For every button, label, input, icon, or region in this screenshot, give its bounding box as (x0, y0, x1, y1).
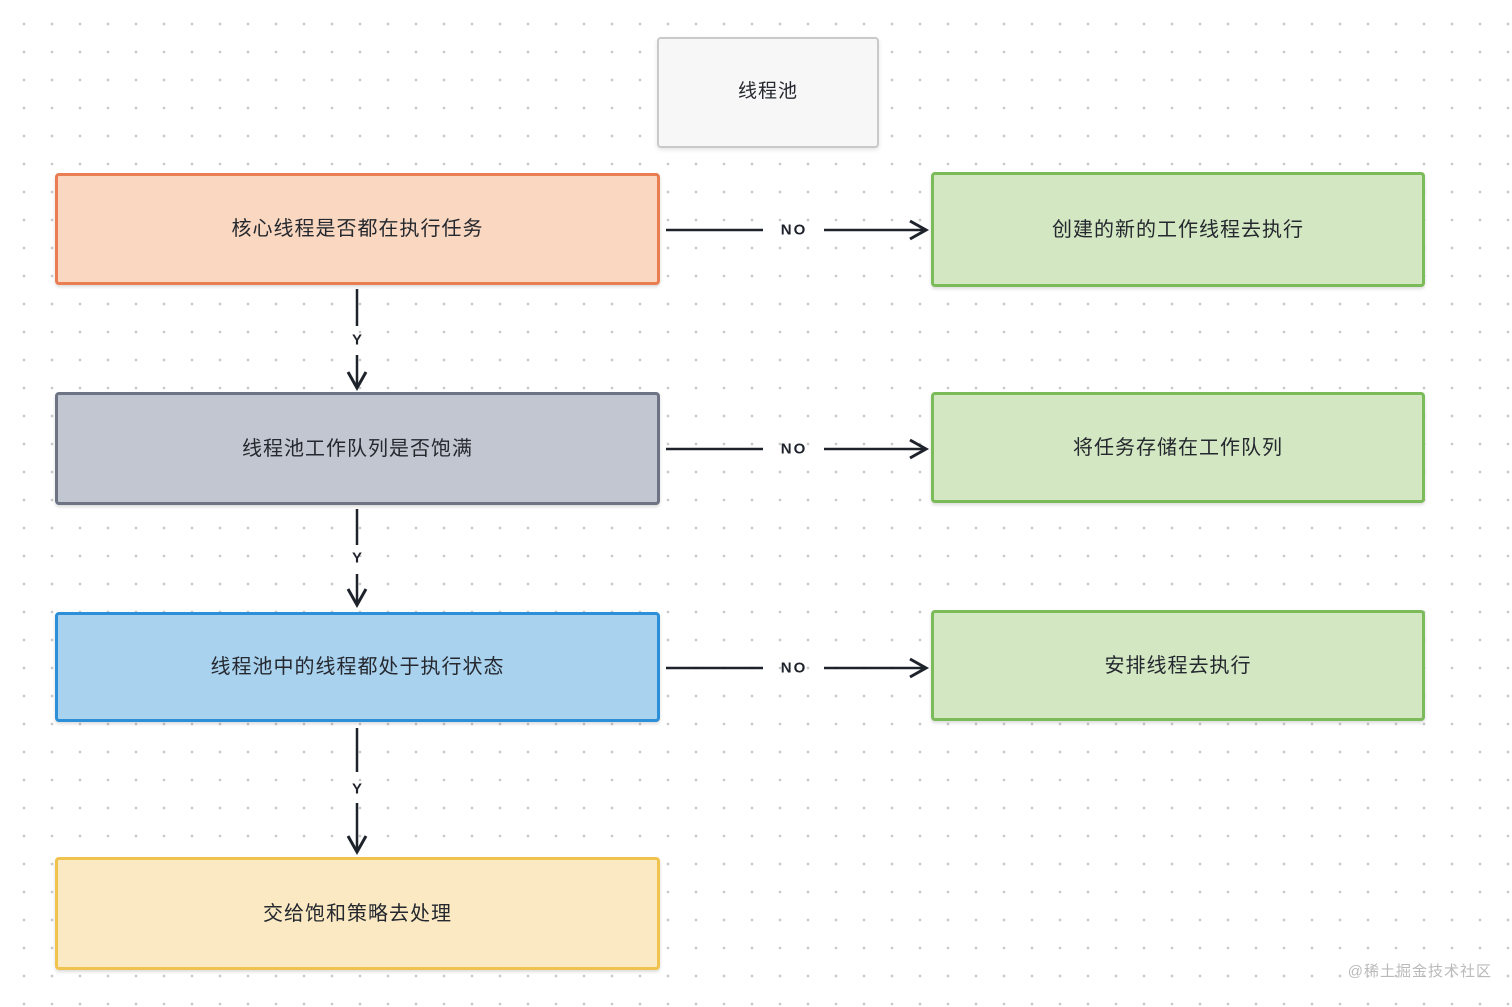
node-threads-busy-check-label: 线程池中的线程都处于执行状态 (210, 656, 505, 678)
node-schedule-thread-label: 安排线程去执行 (1104, 654, 1252, 677)
juejin-watermark: @稀土掘金技术社区 (1347, 963, 1492, 980)
edge-label-no-1: NO (780, 221, 808, 239)
node-store-task-in-queue: 将任务存储在工作队列 (931, 392, 1425, 503)
node-thread-pool-label: 线程池 (737, 81, 798, 103)
node-schedule-thread: 安排线程去执行 (931, 610, 1425, 721)
node-work-queue-check: 线程池工作队列是否饱满 (55, 392, 660, 505)
node-create-new-worker: 创建的新的工作线程去执行 (931, 172, 1425, 287)
node-create-new-worker-label: 创建的新的工作线程去执行 (1052, 218, 1304, 241)
node-store-task-in-queue-label: 将任务存储在工作队列 (1073, 436, 1283, 459)
node-core-threads-check-label: 核心线程是否都在执行任务 (231, 218, 484, 240)
node-thread-pool: 线程池 (657, 37, 879, 148)
node-saturation-policy: 交给饱和策略去处理 (55, 857, 660, 970)
node-saturation-policy-label: 交给饱和策略去处理 (263, 902, 452, 925)
edge-label-yes-2: Y (351, 549, 363, 567)
node-threads-busy-check: 线程池中的线程都处于执行状态 (55, 612, 660, 722)
edge-label-no-2: NO (780, 440, 808, 458)
node-work-queue-check-label: 线程池工作队列是否饱满 (242, 437, 473, 460)
node-core-threads-check: 核心线程是否都在执行任务 (55, 173, 660, 285)
edge-label-no-3: NO (780, 659, 808, 677)
edge-label-yes-1: Y (351, 331, 363, 349)
edge-label-yes-3: Y (351, 780, 363, 798)
